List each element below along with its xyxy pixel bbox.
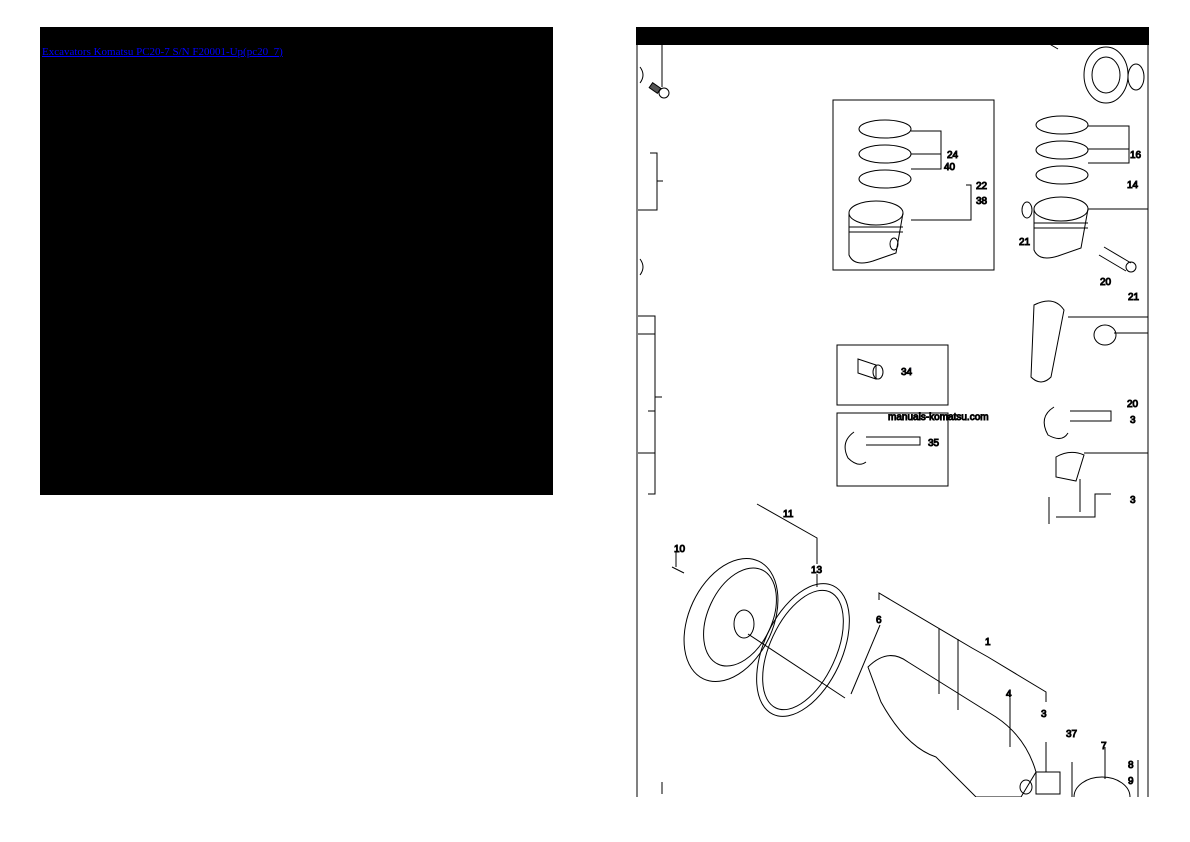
parts-diagram-drawing: 24 40 22 38 16 14 21 20 21 34 35 manuals…	[636, 41, 1149, 797]
svg-text:21: 21	[1128, 292, 1140, 303]
svg-text:22: 22	[976, 181, 988, 192]
ring-gear-icon	[756, 583, 850, 717]
parts-diagram: 24 40 22 38 16 14 21 20 21 34 35 manuals…	[636, 27, 1149, 797]
svg-text:7: 7	[1101, 741, 1107, 752]
svg-text:13: 13	[811, 565, 823, 576]
svg-text:21: 21	[1019, 237, 1031, 248]
pulley-icon	[1045, 41, 1145, 104]
svg-text:24: 24	[947, 150, 959, 161]
svg-text:4: 4	[1006, 689, 1012, 700]
document-title-link[interactable]: Excavators Komatsu PC20-7 S/N F20001-Up(…	[42, 46, 283, 58]
diagram-header-bar	[636, 27, 1149, 45]
crankshaft-icon	[867, 655, 1037, 797]
svg-text:3: 3	[1130, 415, 1136, 426]
svg-text:20: 20	[1127, 399, 1139, 410]
svg-text:40: 40	[944, 162, 956, 173]
svg-text:20: 20	[1100, 277, 1112, 288]
svg-text:3: 3	[1130, 495, 1136, 506]
watermark-text: manuals-komatsu.com	[888, 412, 989, 423]
svg-text:38: 38	[976, 196, 988, 207]
svg-text:11: 11	[783, 509, 794, 520]
svg-text:6: 6	[876, 615, 882, 626]
svg-text:1: 1	[985, 637, 991, 648]
bolt-icon	[648, 81, 670, 99]
flywheel-icon	[683, 557, 779, 683]
svg-text:34: 34	[901, 367, 913, 378]
gear-icon	[1035, 771, 1061, 795]
svg-text:14: 14	[1127, 180, 1139, 191]
svg-text:9: 9	[1128, 776, 1134, 787]
svg-text:35: 35	[928, 438, 940, 449]
svg-text:10: 10	[674, 544, 686, 555]
svg-text:16: 16	[1130, 150, 1142, 161]
svg-text:8: 8	[1128, 760, 1134, 771]
svg-text:3: 3	[1041, 709, 1047, 720]
document-viewer-panel: Excavators Komatsu PC20-7 S/N F20001-Up(…	[40, 27, 553, 495]
svg-text:37: 37	[1066, 729, 1078, 740]
